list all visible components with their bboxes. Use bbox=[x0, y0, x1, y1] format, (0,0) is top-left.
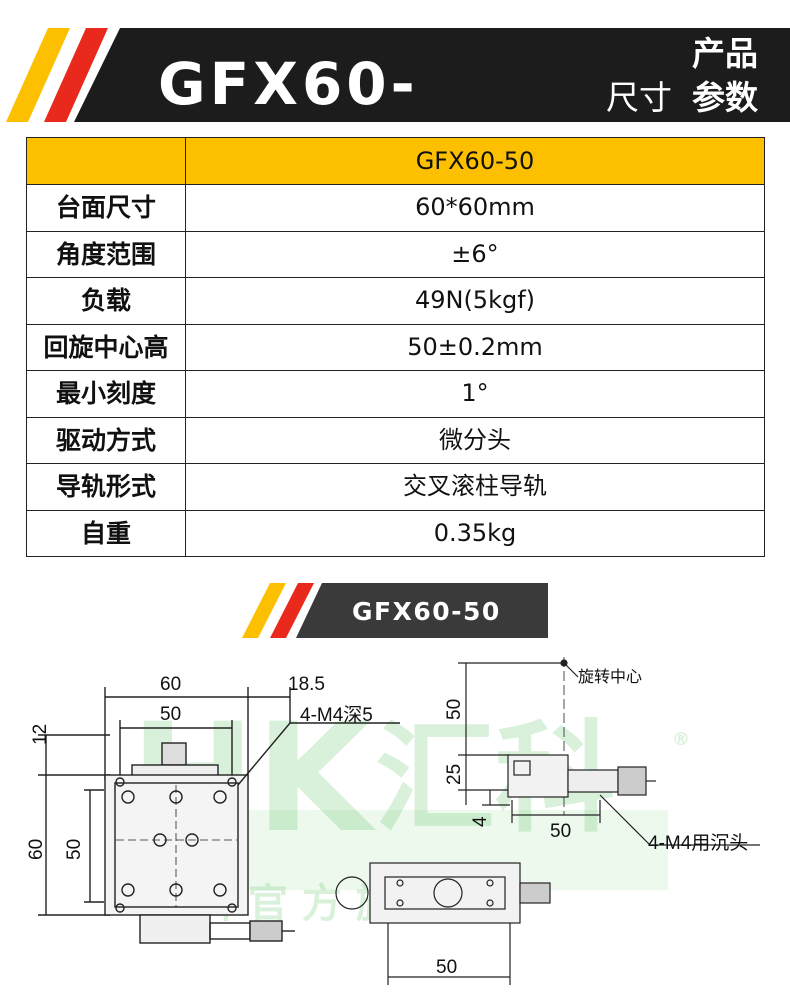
spec-label: 驱动方式 bbox=[26, 416, 186, 464]
side-view bbox=[458, 657, 760, 846]
dim-side-width-50: 50 bbox=[550, 821, 571, 842]
spec-value: 1° bbox=[185, 370, 765, 418]
dim-top-offset-18-5: 18.5 bbox=[288, 674, 325, 695]
dim-top-width-50: 50 bbox=[160, 704, 181, 725]
callout-counterbore: 4-M4用沉头 bbox=[648, 832, 748, 854]
table-row: 回旋中心高 50±0.2mm bbox=[26, 323, 765, 371]
sub-banner-shapes bbox=[242, 583, 548, 638]
sub-banner-dark-band bbox=[296, 583, 548, 638]
callout-rotation-center: 旋转中心 bbox=[578, 668, 642, 686]
drawing-section-title: GFX60-50 bbox=[352, 597, 501, 626]
spec-value: 49N(5kgf) bbox=[185, 277, 765, 325]
banner-red-stripe bbox=[44, 28, 108, 122]
header-banner-shapes bbox=[6, 28, 790, 122]
dim-top-height-60: 60 bbox=[26, 839, 47, 860]
table-row: 台面尺寸 60*60mm bbox=[26, 184, 765, 232]
spec-value: 60*60mm bbox=[185, 184, 765, 232]
spec-table: GFX60-50 台面尺寸 60*60mm 角度范围 ±6° 负载 49N(5k… bbox=[26, 137, 765, 557]
header-label-size: 尺寸 bbox=[606, 78, 672, 117]
spec-value: 交叉滚柱导轨 bbox=[185, 463, 765, 511]
dim-side-height-25: 25 bbox=[444, 764, 465, 785]
header-banner bbox=[0, 0, 790, 138]
spec-label: 角度范围 bbox=[26, 230, 186, 278]
dim-top-height-50: 50 bbox=[64, 839, 85, 860]
sub-banner-yellow-stripe bbox=[242, 583, 286, 638]
spec-table-header-row: GFX60-50 bbox=[26, 137, 765, 185]
table-row: 角度范围 ±6° bbox=[26, 230, 765, 278]
header-label-params: 参数 bbox=[692, 78, 758, 117]
drawing-section-banner bbox=[0, 583, 790, 643]
banner-dark-band bbox=[74, 28, 790, 122]
spec-label: 台面尺寸 bbox=[26, 184, 186, 232]
spec-label: 回旋中心高 bbox=[26, 323, 186, 371]
table-row: 驱动方式 微分头 bbox=[26, 416, 765, 464]
table-row: 导轨形式 交叉滚柱导轨 bbox=[26, 463, 765, 511]
dim-side-height-4: 4 bbox=[470, 816, 491, 827]
header-label-product: 产品 bbox=[692, 34, 758, 73]
top-view bbox=[38, 687, 400, 944]
table-row: 最小刻度 1° bbox=[26, 370, 765, 418]
watermark-registered: ® bbox=[672, 729, 690, 750]
spec-label: 负载 bbox=[26, 277, 186, 325]
spec-label: 自重 bbox=[26, 509, 186, 557]
dim-side-height-50: 50 bbox=[444, 699, 465, 720]
dim-top-left-12: 12 bbox=[30, 724, 51, 745]
spec-label: 导轨形式 bbox=[26, 463, 186, 511]
spec-value: 50±0.2mm bbox=[185, 323, 765, 371]
dim-top-width-60: 60 bbox=[160, 674, 181, 695]
technical-drawing: HK 汇科 ® 汇 科 官 方 旗 舰 店 bbox=[26, 657, 760, 985]
callout-mounting-holes: 4-M4深5 bbox=[300, 704, 373, 726]
sub-banner-red-stripe bbox=[270, 583, 314, 638]
table-row: 自重 0.35kg bbox=[26, 509, 765, 557]
spec-header-empty bbox=[26, 137, 186, 185]
spec-value: ±6° bbox=[185, 230, 765, 278]
table-row: 负载 49N(5kgf) bbox=[26, 277, 765, 325]
spec-label: 最小刻度 bbox=[26, 370, 186, 418]
spec-value: 0.35kg bbox=[185, 509, 765, 557]
product-model-title: GFX60-50 bbox=[158, 50, 419, 198]
banner-yellow-stripe bbox=[6, 28, 70, 122]
spec-value: 微分头 bbox=[185, 416, 765, 464]
spec-header-model: GFX60-50 bbox=[185, 137, 765, 185]
bottom-view bbox=[335, 862, 551, 985]
dim-bottom-width-50: 50 bbox=[436, 957, 457, 978]
